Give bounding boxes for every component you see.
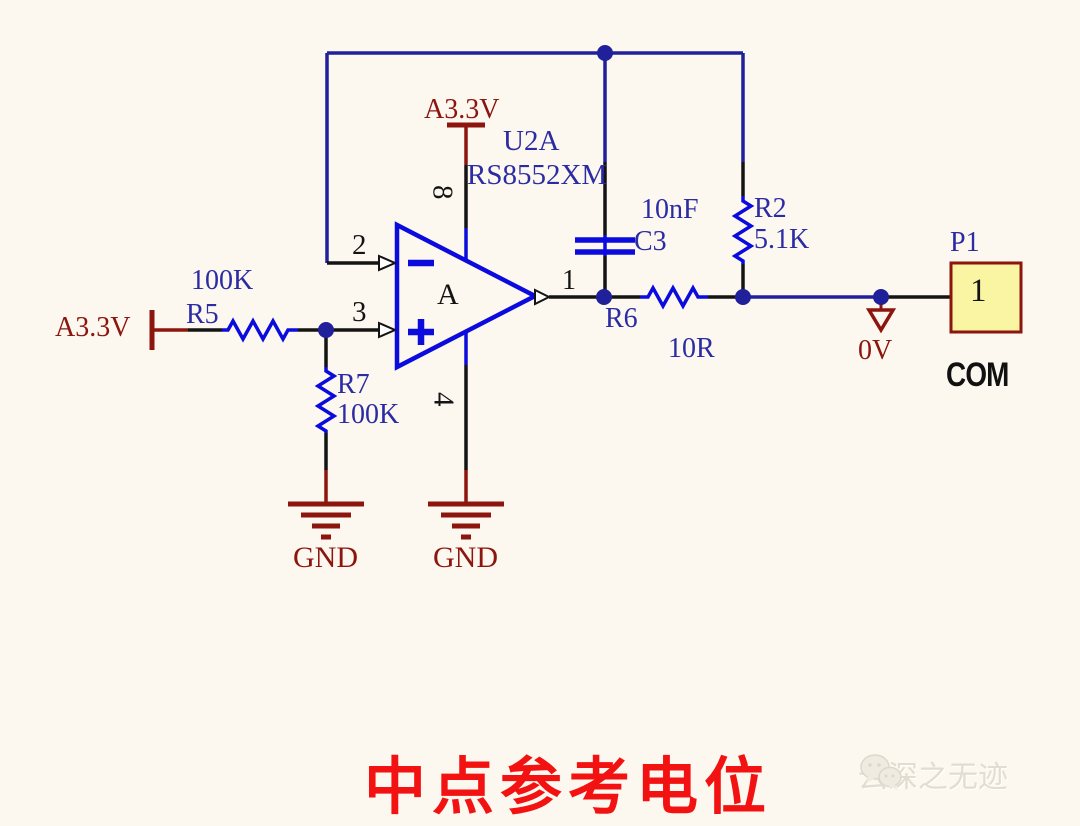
pin3-number: 3 xyxy=(352,296,367,328)
component-symbols xyxy=(222,196,755,433)
left-power-label: A3.3V xyxy=(55,312,131,343)
zero-volt-label: 0V xyxy=(858,335,893,366)
pin1-arrow-icon xyxy=(534,288,552,306)
c3-value-label: 10nF xyxy=(641,194,699,225)
zero-volt-icon xyxy=(865,308,897,334)
r7-ref-label: R7 xyxy=(337,369,370,400)
r5-resistor xyxy=(222,317,298,343)
connector-designator-label: P1 xyxy=(950,227,980,258)
pin-stubs xyxy=(188,162,951,470)
wechat-icon xyxy=(860,754,902,790)
r5-value-label: 100K xyxy=(191,265,254,296)
pin1-number: 1 xyxy=(562,265,576,296)
r5-ref-label: R5 xyxy=(186,299,219,330)
opamp-part-label: RS8552XM xyxy=(467,159,608,191)
pin2-arrow-icon xyxy=(378,254,398,272)
junction-dots xyxy=(318,45,889,338)
pin3-arrow-icon xyxy=(378,321,398,339)
schematic-caption: 中点参考电位 xyxy=(364,753,773,822)
gnd-right-label: GND xyxy=(433,541,498,574)
power-symbols xyxy=(149,122,897,540)
opamp-designator-label: U2A xyxy=(503,125,560,157)
c3-ref-label: C3 xyxy=(634,226,667,257)
gnd-left-icon xyxy=(288,501,364,540)
feedback-wires xyxy=(325,51,881,299)
r2-resistor xyxy=(731,196,755,264)
r6-resistor xyxy=(640,284,708,310)
pin8-number: 8 xyxy=(426,184,459,200)
opamp-plus-icon xyxy=(408,319,434,345)
gnd-left-label: GND xyxy=(293,541,358,574)
r6-ref-label: R6 xyxy=(605,303,638,334)
r7-resistor xyxy=(314,367,338,433)
connector-pin-number: 1 xyxy=(970,273,987,309)
connector-box xyxy=(949,261,1023,334)
pin4-number: 4 xyxy=(427,391,460,407)
connector-net-label: COM xyxy=(946,356,1009,394)
pin2-number: 2 xyxy=(352,229,367,261)
watermark: 云深之无迹 xyxy=(858,752,1008,796)
gnd-right-icon xyxy=(428,501,504,540)
r2-value-label: 5.1K xyxy=(754,224,810,255)
r7-value-label: 100K xyxy=(337,399,400,430)
r2-ref-label: R2 xyxy=(754,193,787,224)
opamp-gate-label: A xyxy=(437,278,459,311)
top-power-label: A3.3V xyxy=(424,94,500,125)
pin-arrowheads xyxy=(378,254,552,339)
r6-value-label: 10R xyxy=(668,333,715,364)
